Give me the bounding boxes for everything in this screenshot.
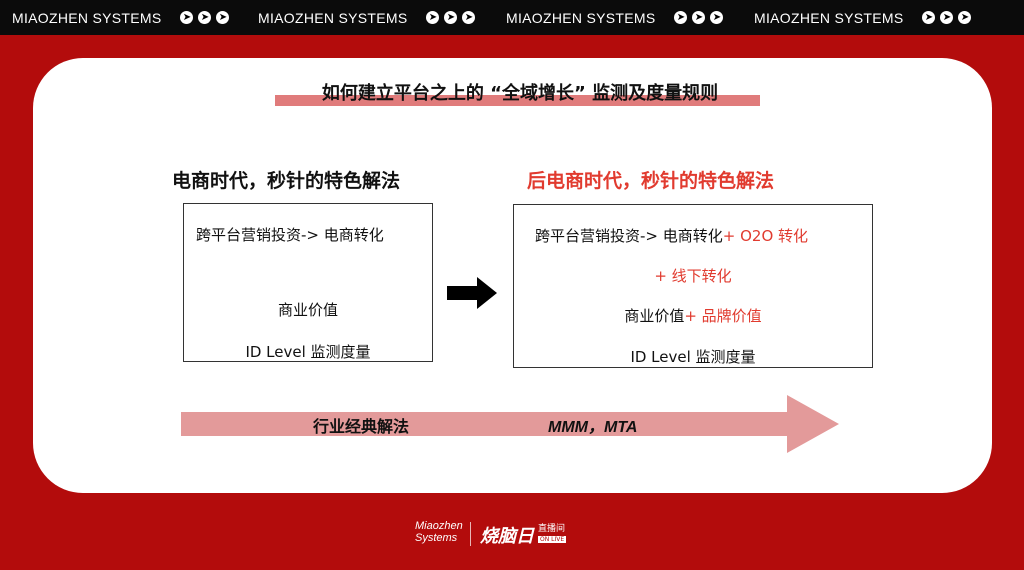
banner-arrows: ➤ ➤ ➤ xyxy=(426,11,476,24)
progression-band-arrow xyxy=(181,395,839,453)
play-circle-icon: ➤ xyxy=(922,11,936,24)
slide-title: 如何建立平台之上的 “全域增长” 监测及度量规则 xyxy=(321,83,719,104)
banner-brand: MIAOZHEN SYSTEMS xyxy=(506,9,656,26)
play-circle-icon: ➤ xyxy=(198,11,212,24)
miaozhen-logo: Miaozhen Systems xyxy=(415,520,463,544)
right-line-investment: 跨平台营销投资-> 电商转化+ O2O 转化 xyxy=(535,225,808,246)
play-circle-icon: ➤ xyxy=(692,11,706,24)
play-circle-icon: ➤ xyxy=(674,11,688,24)
play-circle-icon: ➤ xyxy=(426,11,440,24)
banner-segment: MIAOZHEN SYSTEMS ➤ ➤ ➤ xyxy=(754,0,972,35)
play-circle-icon: ➤ xyxy=(180,11,194,24)
play-circle-icon: ➤ xyxy=(940,11,954,24)
right-line-business-value: 商业价值 xyxy=(624,307,685,325)
banner-segment: MIAOZHEN SYSTEMS ➤ ➤ ➤ xyxy=(258,0,476,35)
logo-line-2: Systems xyxy=(415,532,458,544)
right-line-value: 商业价值+ 品牌价值 xyxy=(514,305,872,326)
play-circle-icon: ➤ xyxy=(958,11,972,24)
right-line-investment-text: 跨平台营销投资-> 电商转化 xyxy=(535,227,723,245)
banner-segment: MIAOZHEN SYSTEMS ➤ ➤ ➤ xyxy=(506,0,724,35)
play-circle-icon: ➤ xyxy=(444,11,458,24)
right-line-o2o: + O2O 转化 xyxy=(722,227,809,245)
live-show-logo: 烧脑日 xyxy=(480,526,534,547)
logo-line-1: Miaozhen xyxy=(415,520,463,532)
right-line-id-level: ID Level 监测度量 xyxy=(630,348,756,366)
banner-arrows: ➤ ➤ ➤ xyxy=(180,11,230,24)
banner-arrows: ➤ ➤ ➤ xyxy=(674,11,724,24)
live-tag-text: 直播间 xyxy=(538,524,566,534)
left-line-id-level: ID Level 监测度量 xyxy=(245,343,371,361)
left-line-business-value: 商业价值 xyxy=(277,301,338,319)
right-line-brand-value: + 品牌价值 xyxy=(684,307,762,325)
play-circle-icon: ➤ xyxy=(462,11,476,24)
banner-segment: MIAOZHEN SYSTEMS ➤ ➤ ➤ xyxy=(12,0,230,35)
right-arrow-icon xyxy=(447,277,497,309)
left-heading: 电商时代，秒针的特色解法 xyxy=(172,170,401,192)
right-box: 跨平台营销投资-> 电商转化+ O2O 转化 + 线下转化 商业价值+ 品牌价值… xyxy=(513,204,873,368)
right-line-offline: + 线下转化 xyxy=(654,267,732,285)
title-underline xyxy=(275,95,760,106)
play-circle-icon: ➤ xyxy=(216,11,230,24)
right-heading: 后电商时代，秒针的特色解法 xyxy=(527,170,775,192)
industry-label: 行业经典解法 xyxy=(313,417,410,436)
banner-brand: MIAOZHEN SYSTEMS xyxy=(12,9,162,26)
banner-brand: MIAOZHEN SYSTEMS xyxy=(258,9,408,26)
top-banner: MIAOZHEN SYSTEMS ➤ ➤ ➤ MIAOZHEN SYSTEMS … xyxy=(0,0,1024,35)
left-line-investment: 跨平台营销投资-> 电商转化 xyxy=(196,226,384,244)
left-box: 跨平台营销投资-> 电商转化 商业价值 ID Level 监测度量 xyxy=(183,203,433,362)
footer-divider xyxy=(470,522,471,546)
live-sub-text: ON LIVE xyxy=(538,536,567,543)
banner-arrows: ➤ ➤ ➤ xyxy=(922,11,972,24)
banner-brand: MIAOZHEN SYSTEMS xyxy=(754,9,904,26)
methods-label: MMM，MTA xyxy=(548,419,638,436)
play-circle-icon: ➤ xyxy=(710,11,724,24)
live-tag: 直播间 ON LIVE xyxy=(538,524,567,545)
